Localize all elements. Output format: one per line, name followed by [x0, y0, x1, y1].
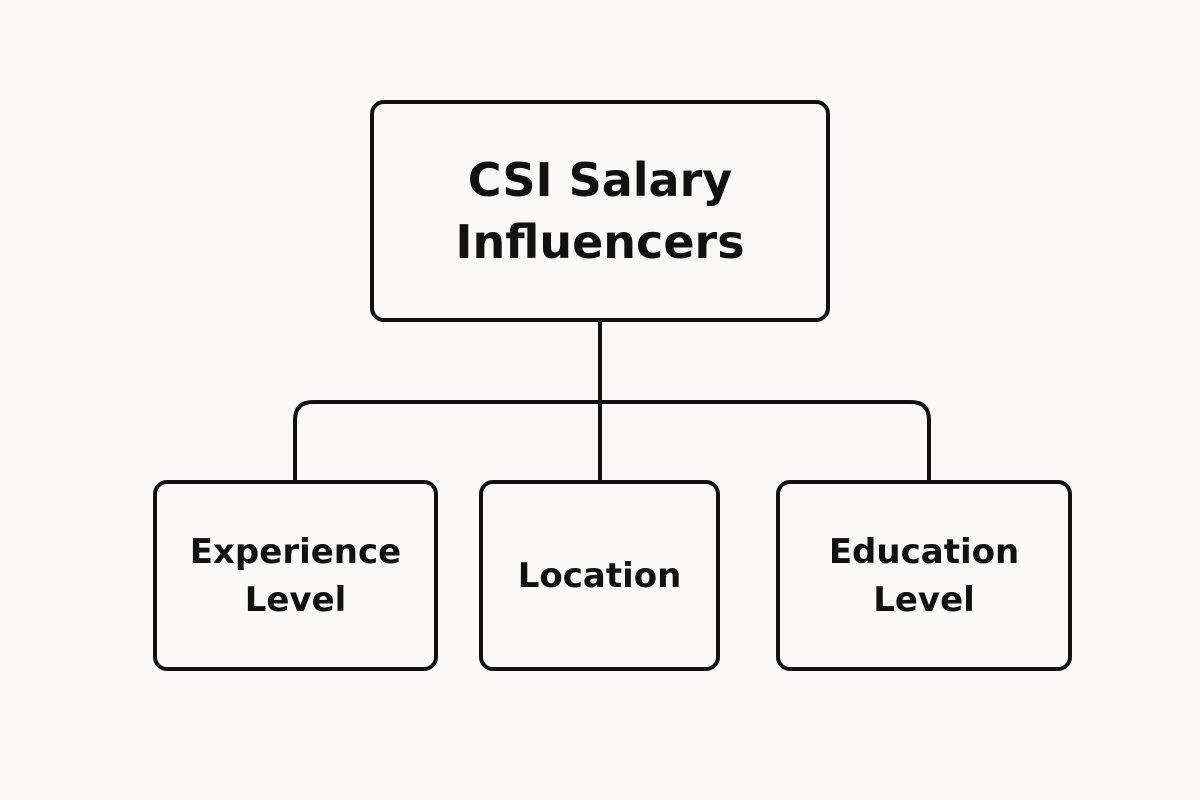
child-node-label: Experience Level	[189, 531, 402, 620]
child-node-label: Education Level	[828, 531, 1020, 620]
root-node-box: CSI Salary Influencers	[370, 100, 830, 322]
branch-bar-connector	[293, 400, 931, 480]
child-node-experience-level: Experience Level	[153, 480, 438, 671]
child-node-label: Location	[517, 555, 682, 596]
child-node-location: Location	[479, 480, 720, 671]
child-node-education-level: Education Level	[776, 480, 1072, 671]
root-node-label: CSI Salary Influencers	[455, 153, 745, 269]
